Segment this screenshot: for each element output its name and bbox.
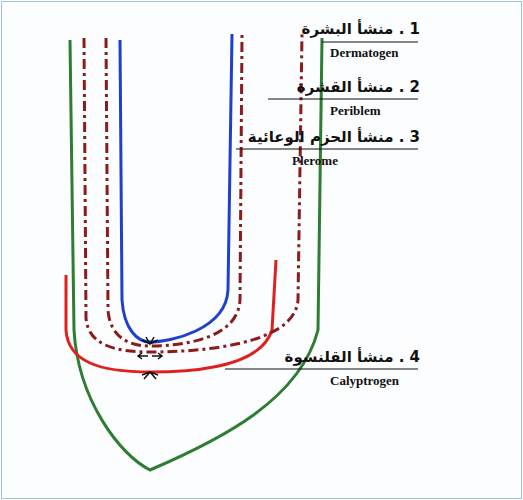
periblem-outline [66,260,276,372]
plerome-outer-outline [106,34,242,346]
initial-marks [138,337,162,379]
callout-label: 1 . منشأ البشرة [302,20,420,38]
term-label: Calyptrogen [330,373,399,388]
term-label: Dermatogen [330,45,399,60]
callout-label: 4 . منشأ القلنسوة [285,348,420,366]
dermatogen-outline [84,34,302,352]
callout-label: 2 . منشأ القشرة [297,78,420,96]
callout-label: 3 . منشأ الحزم الوعائية [248,128,420,146]
term-label: Plerome [292,153,338,168]
term-label: Periblem [330,103,381,118]
plerome-outline [120,34,232,342]
